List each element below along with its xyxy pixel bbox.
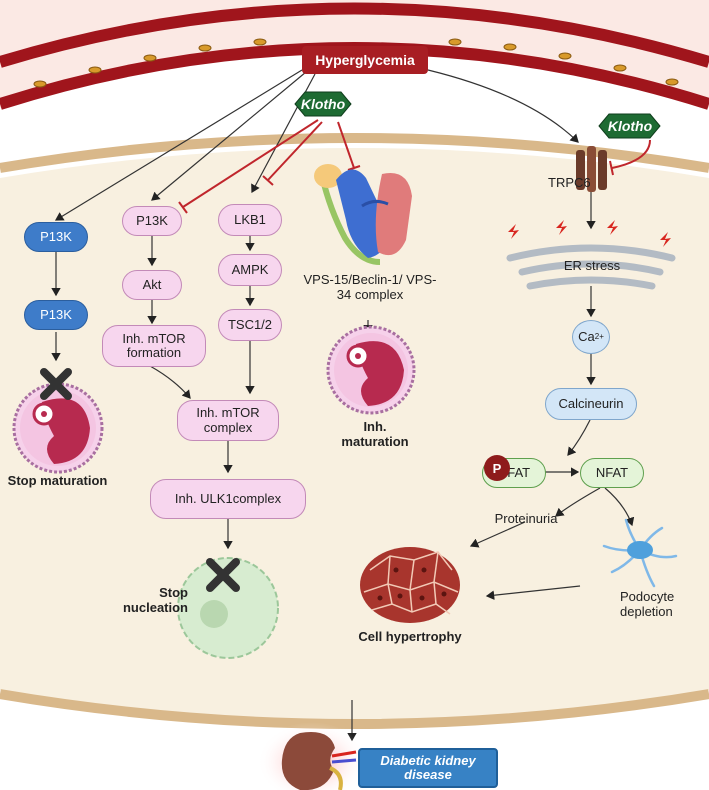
diabetic-kidney-disease-box: Diabetic kidney disease: [358, 748, 498, 788]
klotho-inhibitions: [178, 119, 651, 214]
stop-nucleation-label: Stop nucleation: [122, 585, 188, 615]
kidney-icon: [257, 722, 367, 790]
cross-icon: [40, 368, 72, 400]
hyperglycemia-arrows: [54, 69, 579, 221]
er-organelle: [506, 244, 676, 290]
klotho-hexagon-shape: [598, 113, 661, 139]
trpc6-label: TRPC6: [548, 175, 591, 190]
er-stress-label: ER stress: [563, 258, 621, 273]
lkb1-node: LKB1: [218, 204, 282, 236]
vesicle-left: [12, 382, 104, 474]
inh-maturation-label: Inh. maturation: [341, 419, 409, 449]
calcium-label: Ca: [578, 328, 595, 344]
inh-ulk1-complex-node: Inh. ULK1complex: [150, 479, 306, 519]
stop-maturation-label: Stop maturation: [7, 473, 108, 488]
trpc6-channel: [576, 146, 607, 192]
nfat-node: NFAT: [580, 458, 644, 488]
phagophore: [177, 557, 279, 659]
p13k-node-left-top: P13K: [24, 222, 88, 252]
vesicle-right: [326, 325, 416, 415]
pathway-arrows: [51, 190, 635, 742]
cell-hypertrophy-label: Cell hypertrophy: [358, 629, 462, 644]
tsc-node: TSC1/2: [218, 309, 282, 341]
cross-icon: [206, 558, 240, 592]
proteinuria-label: Proteinuria: [494, 511, 558, 526]
podocyte-cell: [602, 518, 678, 588]
klotho-label: Klotho: [300, 96, 346, 112]
inh-mtor-complex-node: Inh. mTOR complex: [177, 400, 279, 441]
calcineurin-node: Calcineurin: [545, 388, 637, 420]
hyperglycemia-label: Hyperglycemia: [302, 46, 428, 74]
klotho-label-right: Klotho: [607, 118, 653, 134]
podocyte-depletion-label: Podocyte depletion: [620, 589, 675, 619]
hypertrophy-cells: [360, 547, 460, 623]
p13k-node-left-bottom: P13K: [24, 300, 88, 330]
klotho-hexagon-shape: [294, 91, 352, 117]
p13k-node-mid: P13K: [122, 206, 182, 236]
calcium-charge: 2+: [594, 331, 604, 341]
lightning-icon: [508, 220, 671, 247]
inh-mtor-formation-node: Inh. mTOR formation: [102, 325, 206, 367]
ampk-node: AMPK: [218, 254, 282, 286]
akt-node: Akt: [122, 270, 182, 300]
vps-complex-protein: [314, 164, 412, 265]
phosphate-badge: P: [484, 455, 510, 481]
vps-complex-label: VPS-15/Beclin-1/ VPS-34 complex: [303, 272, 437, 302]
